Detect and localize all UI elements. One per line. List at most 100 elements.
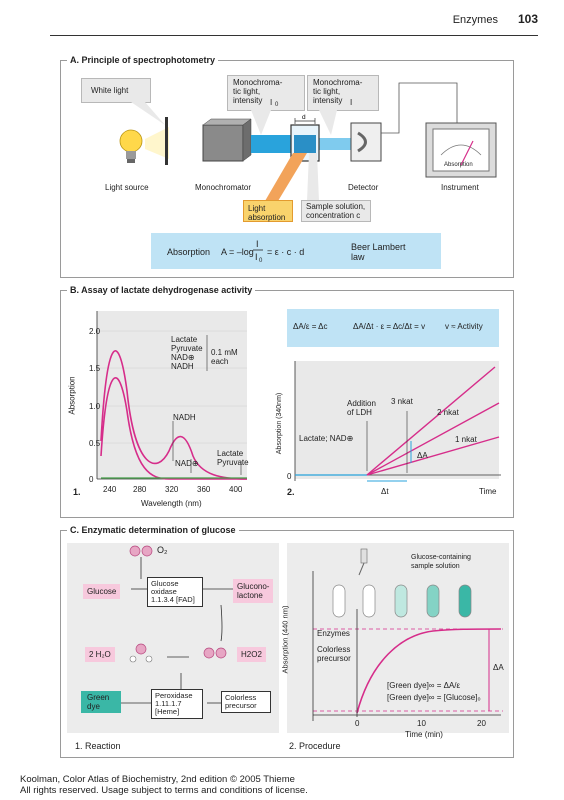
glucose-curve	[356, 628, 502, 714]
label-2nkat: 2 nkat	[437, 408, 459, 417]
absorption-spectrum-chart	[96, 311, 248, 480]
monochromator-label: Monochromator	[195, 183, 252, 192]
glucose-oxidase-box: Glucose oxidase 1.1.3.4 [FAD]	[147, 577, 203, 607]
enzymes-label: Enzymes	[317, 629, 350, 638]
nad-spectrum	[100, 377, 247, 480]
legend-note-1: 0.1 mM	[211, 348, 238, 357]
light-abs-l2: absorption	[248, 213, 286, 222]
legend-pyruvate: Pyruvate	[171, 344, 203, 353]
colorless-p-l2: precursor	[317, 654, 351, 663]
footer: Koolman, Color Atlas of Biochemistry, 2n…	[20, 774, 308, 796]
bubble-pointer	[319, 110, 337, 135]
panel-a-title: A. Principle of spectrophotometry	[67, 55, 219, 65]
law-l1: Beer Lambert	[351, 242, 406, 252]
white-light-label: White light	[91, 86, 129, 95]
pyruvate-label: Pyruvate	[217, 458, 249, 467]
fig1-ytick: 0.5	[89, 439, 101, 448]
mono2-l1: Monochroma-	[313, 78, 363, 87]
formula-num: I	[256, 239, 259, 249]
legend-note-2: each	[211, 357, 229, 366]
fig1-ytick: 0	[89, 475, 94, 484]
mono1-sub: 0	[275, 102, 279, 108]
mono1-l1: Monochroma-	[233, 78, 283, 87]
monochromator-box	[202, 124, 244, 162]
pipette-icon	[358, 548, 368, 576]
white-beam	[145, 127, 169, 159]
legend-lactate: Lactate	[171, 335, 198, 344]
cp-l1: Colorless	[225, 693, 257, 702]
nadh-peak-label: NADH	[173, 413, 196, 422]
wire	[381, 82, 458, 134]
instrument-label: Instrument	[441, 183, 479, 192]
reaction-label: 1. Reaction	[75, 741, 121, 751]
sample-bubble	[301, 200, 371, 222]
panel-c: C. Enzymatic determination of glucose	[60, 525, 514, 758]
rate-3nkat	[366, 366, 496, 476]
h2o2-box: H2O2	[237, 647, 266, 662]
sample-l1: Sample solution,	[306, 202, 366, 211]
procedure-xlabel: Time (min)	[405, 730, 443, 739]
procedure-label: 2. Procedure	[289, 741, 341, 751]
px-l3: [Heme]	[155, 707, 180, 716]
gd-l1: Green	[87, 693, 110, 702]
mono2-l2: tic light,	[313, 87, 341, 96]
gd-l2: dye	[87, 702, 100, 711]
law-l2: law	[351, 252, 365, 262]
addition-l1: Addition	[347, 399, 376, 408]
label-3nkat: 3 nkat	[391, 397, 413, 406]
blue-beam-out	[319, 138, 351, 150]
sample-l2: concentration c	[306, 211, 361, 220]
mono1-sym: I	[270, 98, 273, 107]
addition-l2: of LDH	[347, 408, 372, 417]
legend-nad: NAD⊕	[171, 353, 195, 362]
mono1-bubble	[227, 75, 305, 111]
mono1-l2: tic light,	[233, 87, 261, 96]
panel-a: A. Principle of spectrophotometry White …	[60, 55, 514, 278]
spectrophotometer-diagram: d	[119, 82, 497, 269]
eq-green-dye-a: [Green dye]∞ = ΔA/ε	[387, 681, 461, 690]
panel-b-title: B. Assay of lactate dehydrogenase activi…	[67, 285, 256, 295]
fig1-xtick: 280	[133, 485, 147, 494]
svg-text:d: d	[302, 114, 306, 121]
procedure-ylabel: Absorption (440 nm)	[280, 605, 290, 674]
sample-pointer	[307, 153, 319, 201]
header-rule	[50, 35, 538, 36]
px-l1: Peroxidase	[155, 691, 193, 700]
fig1-xtick: 400	[229, 485, 243, 494]
mono2-l3: intensity	[313, 96, 343, 105]
procedure-delta-a: ΔA	[493, 663, 504, 672]
nadh-spectrum	[100, 350, 248, 480]
fig2-number: 2.	[287, 487, 295, 497]
gl-l2: lactone	[237, 591, 263, 600]
gox-l2: oxidase	[151, 587, 177, 596]
panel-c-title: C. Enzymatic determination of glucose	[67, 525, 239, 535]
bubble-pointer	[131, 102, 165, 125]
eq-green-dye-b: [Green dye]∞ = [Glucose]₀	[387, 693, 481, 702]
white-light-bubble	[81, 78, 151, 103]
meter-absorption-label: Absorption	[444, 162, 473, 168]
rate-2nkat	[366, 402, 500, 476]
rate-equations-box	[287, 309, 499, 347]
colorless-p-l1: Colorless	[317, 645, 351, 654]
nad-label: NAD⊕	[175, 459, 199, 468]
gox-l3: 1.1.3.4 [FAD]	[151, 595, 195, 604]
fig1-ytick: 1.0	[89, 402, 101, 411]
light-absorption-box: Light absorption	[243, 200, 293, 222]
fig2-ylabel: Absorption (340nm)	[276, 392, 284, 455]
lactate-label: Lactate	[217, 449, 244, 458]
mono1-l3: intensity	[233, 96, 263, 105]
cp-l2: precursor	[225, 701, 257, 710]
px-l2: 1.11.1.7	[155, 699, 182, 708]
colorless-precursor-box: Colorless precursor	[221, 691, 271, 713]
test-tubes	[332, 584, 472, 618]
fig2-delta-t: Δt	[381, 487, 389, 496]
eq2: ΔA/Δt · ε = Δc/Δt = v	[353, 322, 426, 331]
formula-rest: = ε · c · d	[267, 247, 305, 257]
fig1-xtick: 360	[197, 485, 211, 494]
panel-b: B. Assay of lactate dehydrogenase activi…	[60, 285, 514, 518]
fig1-xtick: 240	[103, 485, 117, 494]
absorption-pointer	[265, 153, 307, 206]
formula-band	[151, 233, 441, 269]
fig1-number: 1.	[73, 487, 81, 497]
